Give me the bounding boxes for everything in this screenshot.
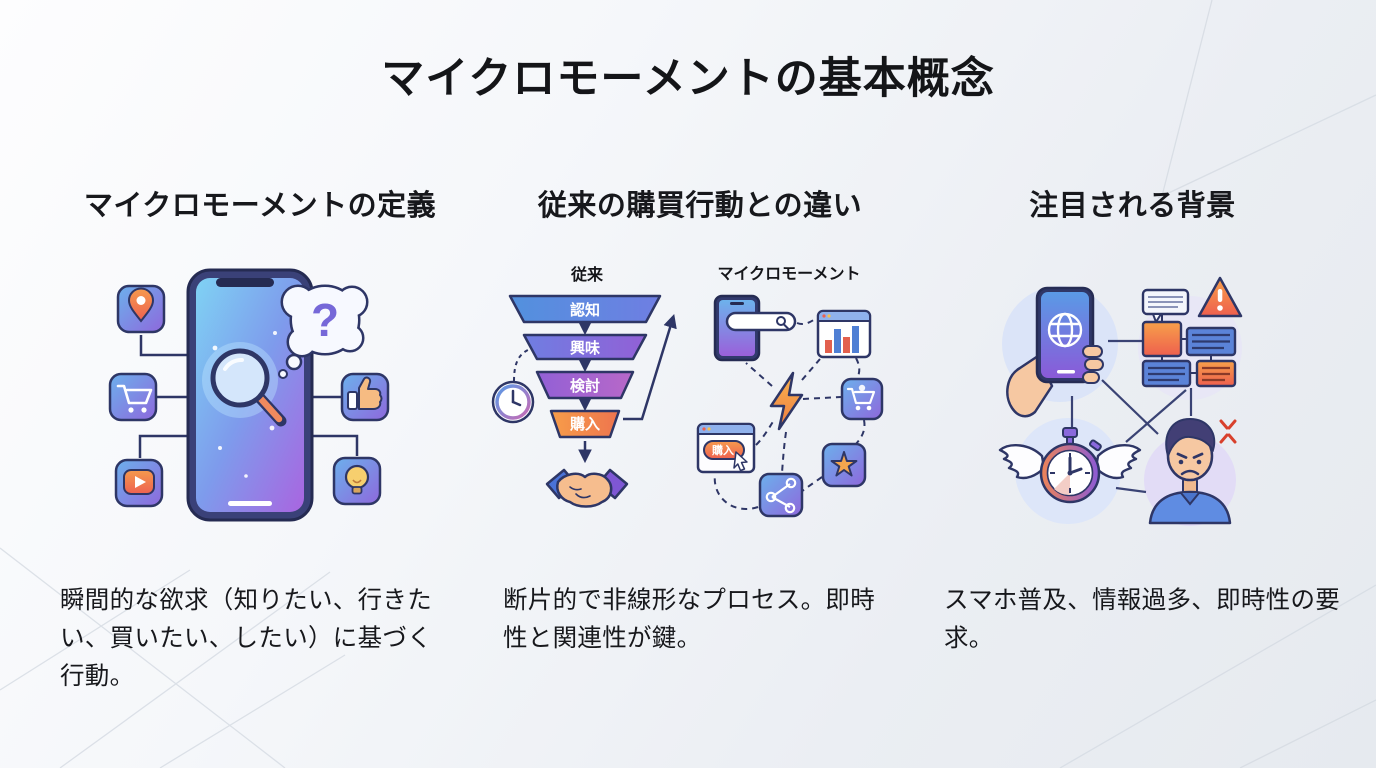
column-body-definition: 瞬間的な欲求（知りたい、行きたい、買いたい、したい）に基づく行動。 [60, 587, 432, 690]
handshake-icon [545, 468, 629, 508]
frustrated-user-icon [1148, 417, 1237, 525]
cart-icon [840, 377, 884, 421]
globe-icon [1047, 312, 1083, 348]
lightbulb-icon [332, 456, 382, 506]
arrow-up-icon [623, 314, 677, 421]
funnel-step-awareness: 認知 [570, 301, 600, 319]
hand-holding-phone-icon [1006, 286, 1104, 418]
column-body-background: スマホ普及、情報過多、即時性の要求。 [944, 587, 1341, 652]
anger-mark-icon [1219, 419, 1237, 444]
speech-bubble-icon [1141, 288, 1190, 325]
funnel-step-purchase: 購入 [569, 415, 600, 433]
warning-triangle-icon [1197, 276, 1243, 318]
connector-lines [1070, 339, 1193, 494]
location-pin-icon [116, 284, 166, 334]
star-icon [821, 442, 867, 488]
bar-chart-window-icon [816, 309, 872, 359]
clock-icon [491, 348, 535, 424]
background-illustration [998, 276, 1243, 526]
network-label: マイクロモーメント [717, 265, 860, 283]
purchase-window-icon: 購入 [696, 422, 756, 474]
slide-title: マイクロモーメントの基本概念 [381, 55, 995, 103]
definition-illustration: ? [108, 268, 390, 522]
thumbs-up-icon [340, 372, 390, 422]
shopping-cart-icon [108, 372, 158, 422]
share-icon [758, 472, 804, 518]
lightning-icon [769, 371, 804, 431]
phone-search-icon [713, 294, 797, 362]
funnel-step-interest: 興味 [570, 339, 600, 357]
svg-text:?: ? [311, 294, 339, 346]
funnel-step-consideration: 検討 [570, 377, 600, 395]
connector-lines [138, 335, 359, 458]
column-heading-background: 注目される背景 [1029, 190, 1236, 222]
column-heading-difference: 従来の購買行動との違い [537, 190, 863, 222]
comparison-diagram: 従来 マイクロモーメント 認知 興味 検討 購入 [491, 265, 884, 518]
message-boxes-icon [1141, 288, 1237, 388]
video-play-icon [114, 458, 164, 508]
column-heading-definition: マイクロモーメントの定義 [83, 190, 437, 222]
funnel-label: 従来 [570, 265, 604, 284]
purchase-button-label: 購入 [711, 443, 734, 457]
question-thought-bubble-icon: ? [278, 284, 369, 379]
magnifier-icon [202, 342, 287, 427]
winged-stopwatch-icon [998, 427, 1142, 504]
column-body-difference: 断片的で非線形なプロセス。即時性と関連性が鍵。 [503, 587, 875, 652]
funnel-icon: 認知 興味 検討 購入 [508, 294, 662, 464]
network-dashed-lines [713, 317, 866, 510]
